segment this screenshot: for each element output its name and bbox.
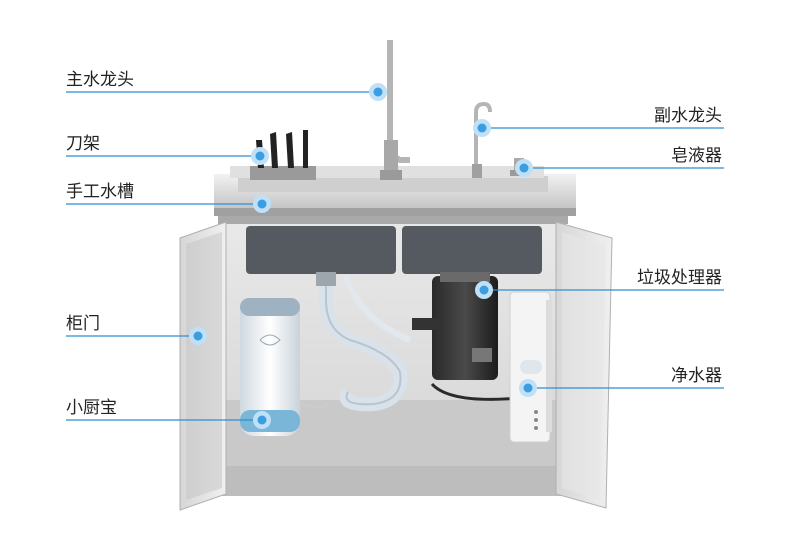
leader-lines [66, 91, 724, 421]
knife-rack [250, 130, 316, 180]
cabinet-door-right [555, 221, 613, 509]
dot-knife-rack [251, 147, 269, 165]
drain-pipes [316, 272, 412, 412]
dot-secondary-faucet [473, 119, 491, 137]
label-soap-dispenser: 皂液器 [671, 146, 722, 166]
label-handmade-sink: 手工水槽 [66, 182, 134, 202]
dot-garbage-disposer [475, 281, 493, 299]
secondary-faucet [472, 101, 492, 178]
label-small-water-heater: 小厨宝 [66, 398, 117, 418]
garbage-disposer-unit [412, 272, 521, 401]
main-faucet [380, 40, 410, 180]
dot-cabinet-door [189, 327, 207, 345]
callout-dots [189, 83, 537, 429]
label-secondary-faucet: 副水龙头 [654, 106, 722, 126]
dot-handmade-sink [253, 195, 271, 213]
label-knife-rack: 刀架 [66, 134, 100, 154]
sink-basins [246, 226, 542, 274]
dot-soap-dispenser [515, 159, 533, 177]
label-water-purifier: 净水器 [671, 366, 722, 386]
label-main-faucet: 主水龙头 [66, 70, 134, 90]
label-cabinet-door: 柜门 [66, 314, 100, 334]
label-garbage-disposer: 垃圾处理器 [637, 268, 722, 288]
dot-main-faucet [369, 83, 387, 101]
dot-small-water-heater [253, 411, 271, 429]
dot-water-purifier [519, 379, 537, 397]
water-purifier-unit [509, 291, 552, 443]
cabinet-door-left [179, 221, 227, 511]
